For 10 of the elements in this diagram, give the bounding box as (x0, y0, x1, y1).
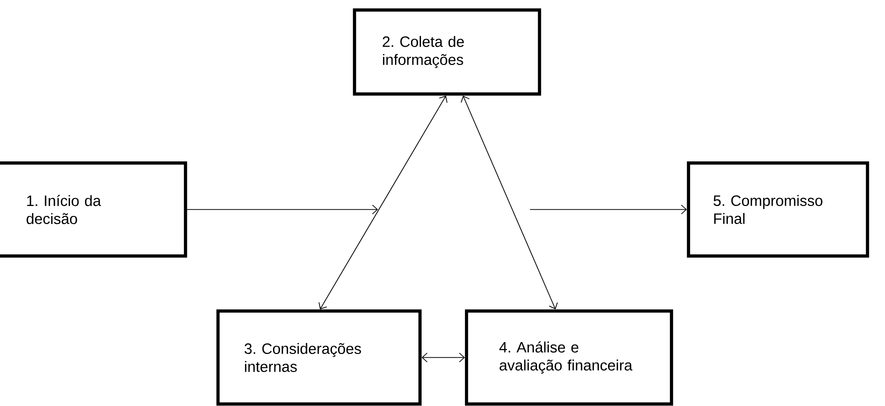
arrow (530, 204, 687, 214)
process-box: 2. Coleta de informações (352, 8, 542, 96)
arrow (460, 96, 558, 310)
arrow (318, 96, 448, 310)
arrow (422, 352, 465, 362)
process-box: 1. Início da decisão (0, 161, 188, 258)
process-box: 4. Análise e avaliação financeira (464, 309, 674, 406)
process-box: 3. Considerações internas (216, 309, 422, 406)
arrow (186, 204, 378, 214)
process-box: 5. Compromisso Final (686, 161, 870, 258)
